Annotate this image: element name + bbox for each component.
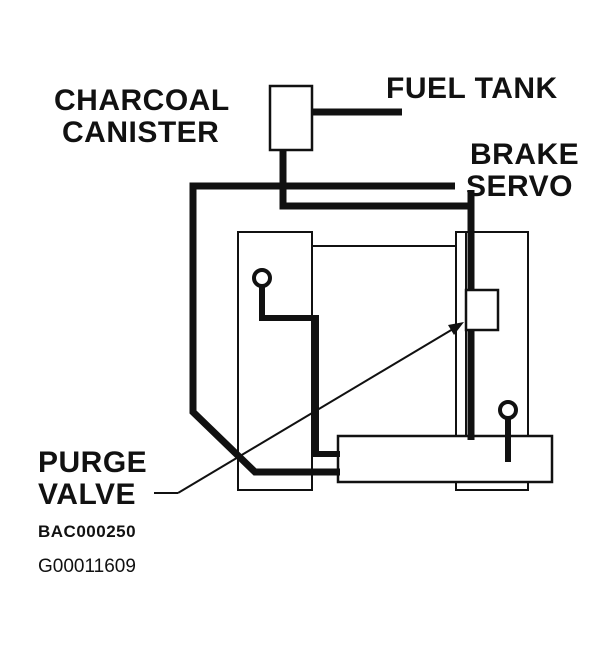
- vacuum-line-inner: [259, 282, 340, 457]
- purge-hose-outer: [189, 182, 455, 476]
- charcoal-canister-label-line1: CHARCOAL: [54, 84, 230, 117]
- canister-to-servo-line: [279, 150, 470, 210]
- charcoal-canister: [268, 84, 314, 152]
- fuel-tank-label: FUEL TANK: [386, 72, 558, 105]
- engine-block-left: [237, 231, 313, 491]
- brake-servo-label-line1: BRAKE: [470, 138, 580, 171]
- brake-servo-label-line2: SERVO: [466, 170, 573, 203]
- left-fitting: [252, 268, 272, 288]
- purge-valve-box: [464, 288, 500, 332]
- purge-valve-arrowhead: [448, 322, 464, 335]
- engine-block-right: [455, 231, 529, 491]
- purge-valve-label-line2: VALVE: [38, 478, 137, 511]
- figure-id: G00011609: [38, 556, 136, 577]
- right-fitting: [498, 400, 518, 420]
- intake-plenum: [336, 434, 554, 484]
- charcoal-canister-label-line2: CANISTER: [62, 116, 220, 149]
- purge-valve-leader-diagonal: [177, 325, 459, 494]
- purge-valve-label-line1: PURGE: [38, 446, 148, 479]
- diagram-code: BAC000250: [38, 522, 137, 541]
